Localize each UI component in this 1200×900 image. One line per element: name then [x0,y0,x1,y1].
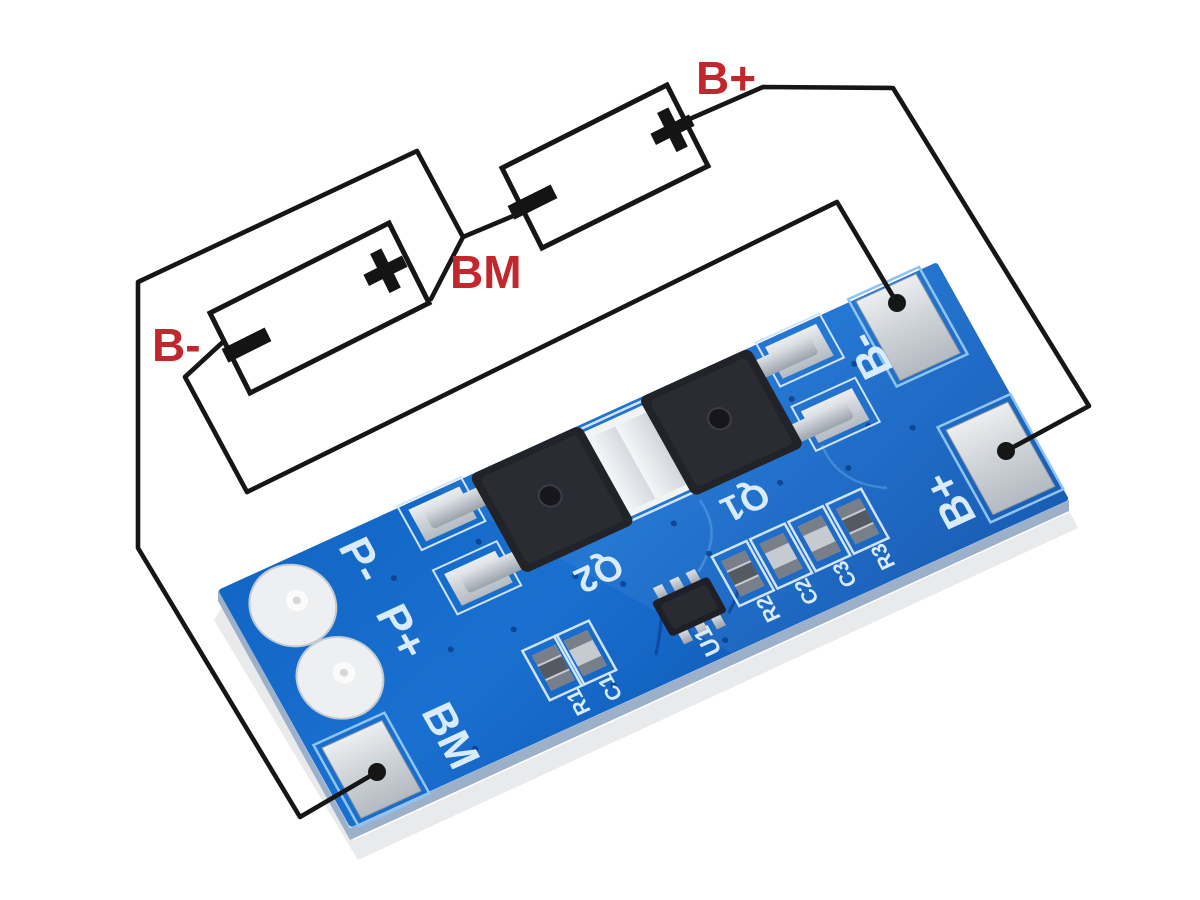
b-plus-wire [682,84,1092,454]
battery-1 [206,219,433,397]
b-plus-pad [935,392,1066,525]
ic-u1 [652,569,727,645]
q1-tab [615,412,687,499]
q2-pin [424,487,488,529]
mosfet-q2 [395,424,660,616]
capacitor-c3 [786,504,853,573]
bm-wire [135,148,466,820]
b-minus-connection-dot [888,294,906,312]
bm-connection-dot [368,763,386,781]
p-minus-hole [248,563,338,648]
b-plus-label: B+ [696,52,756,104]
resistor-r2 [710,539,776,608]
bm-label: BM [450,246,522,298]
trace [820,444,887,490]
p-plus-hole [295,636,385,720]
mosfet-q1 [615,312,882,499]
q2-tab [588,424,660,512]
pcb-board: P- P+ BM B- B+ Q2 Q1 U1 R2 C2 C3 R3 R1 C… [219,262,1070,828]
q2-pin [460,551,524,593]
q1-pin [789,401,854,443]
resistor-r3 [824,487,891,556]
passive-components [520,487,891,702]
b-plus-connection-dot [997,442,1015,460]
b-minus-label: B- [152,319,201,371]
capacitor-c2 [748,521,814,591]
q1-pin [754,337,818,378]
b-minus-wire [182,199,900,495]
q2-logo-icon [537,484,563,508]
capacitor-c1 [552,619,618,688]
battery-2 [498,81,712,252]
trace [697,499,713,573]
resistor-r1 [520,633,587,702]
q1-logo-icon [707,407,732,431]
